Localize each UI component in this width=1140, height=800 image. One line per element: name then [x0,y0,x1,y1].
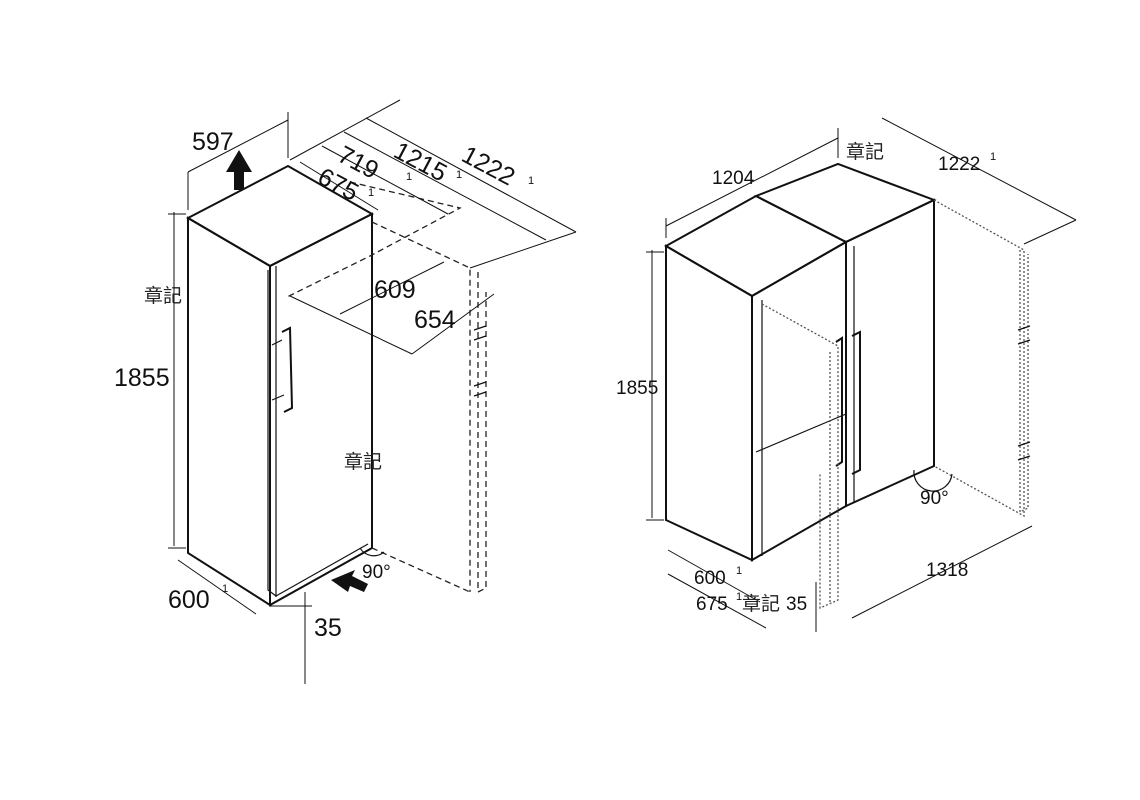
left-719-dim [321,145,449,215]
left-height-label: 1855 [114,364,170,392]
right-door-outline [1019,250,1029,514]
right-width-label: 1204 [712,168,755,189]
left-door-edge [267,270,277,597]
left-stamp-mid: 章記 [344,451,382,473]
right-handle-a [835,336,843,467]
right-1222-label: 1222 [938,154,980,175]
right-angle-arc [913,469,953,492]
right-handle-b [851,330,861,475]
right-left-door-swing [761,303,839,610]
left-fridge-side [269,212,373,607]
right-675-note: 1 [736,591,742,603]
left-door-swing-guide [371,221,471,592]
left-1215-label: 1215 [389,137,451,188]
left-door-outline [477,272,487,594]
right-675-label: 675 [696,594,728,615]
right-stamp-bottom: 章記 [742,593,780,615]
left-654-ext [289,295,413,355]
left-719-note: 1 [406,171,412,183]
left-1222-dim [365,117,577,233]
left-up-arrow-icon [226,150,252,190]
left-clearance-label: 35 [314,614,342,642]
left-609-dim [339,261,445,315]
right-fridge-front [665,244,753,562]
right-fridge: 1204 1222 1 1855 90° 1318 600 1 675 1 35… [616,117,1077,632]
right-fridge-top-a [663,194,849,298]
left-fridge: 597 675 1 719 1 1215 1 1222 1 609 654 18… [114,99,577,684]
left-door-bottom [275,543,369,597]
left-angle-label: 90° [362,562,391,583]
left-654-label: 654 [414,306,456,334]
right-door-swing [933,199,1025,518]
right-stamp-top: 章記 [846,141,884,163]
right-1318-dim [851,525,1033,619]
right-1222-ext [1023,219,1077,245]
left-width-label: 597 [192,128,234,156]
right-1318-label: 1318 [926,560,968,581]
left-stamp-top: 章記 [144,285,182,307]
right-door-hinges [1017,325,1031,461]
left-fridge-front [187,216,271,607]
left-654-dim [411,293,495,355]
right-600-dim [667,549,761,603]
left-675-note: 1 [368,187,374,199]
left-1222-ext [469,231,577,269]
left-base-note: 1 [222,583,228,595]
left-1215-note: 1 [456,169,462,181]
right-fridge-side-a [751,240,847,562]
right-width-dim [665,137,839,227]
left-door-swing-bottom [371,547,471,593]
right-fridge-top-b [753,162,937,244]
right-fridge-side-b [845,198,935,508]
left-1215-dim [343,131,547,241]
left-base-label: 600 [168,586,210,614]
left-1222-note: 1 [528,175,534,187]
left-1222-label: 1222 [457,141,519,192]
right-height-label: 1855 [616,378,658,399]
right-drawer-split [755,413,847,453]
left-609-label: 609 [374,276,416,304]
right-1222-note: 1 [990,151,996,163]
left-675-dim [299,161,379,211]
left-handle-mounts [271,339,285,401]
left-handle [281,326,294,413]
left-width-dim [187,119,289,173]
right-1222-dim [881,117,1077,221]
right-600-label: 600 [694,568,726,589]
left-depth-ext [289,99,401,161]
left-depth-guide [284,181,462,299]
right-angle-label: 90° [920,488,949,509]
left-base-dim [177,559,257,615]
right-clearance-label: 35 [786,594,807,615]
left-air-arrow-icon [331,570,368,592]
right-600-note: 1 [736,565,742,577]
left-angle-arc [359,547,385,557]
left-door-hinges [473,325,487,397]
right-675-dim [667,573,767,629]
